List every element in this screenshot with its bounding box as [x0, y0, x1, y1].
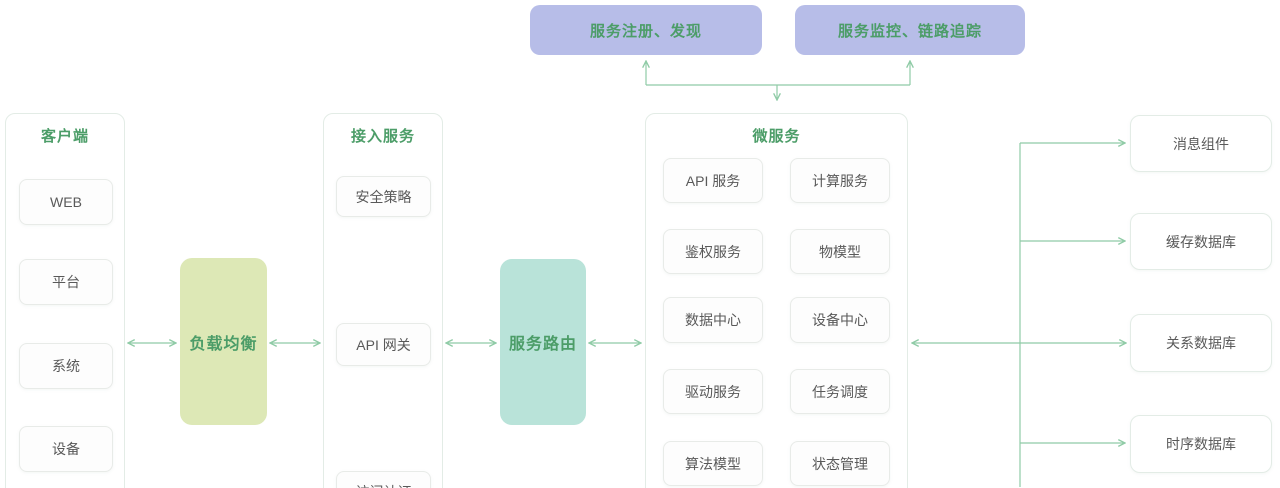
load-balancer-box: 负载均衡	[180, 258, 267, 425]
db-timeseries-database: 时序数据库	[1130, 415, 1272, 473]
ms-item-auth-service: 鉴权服务	[663, 229, 763, 274]
microservices-panel: 微服务 API 服务 计算服务 鉴权服务 物模型 数据中心 设备中心 驱动服务 …	[645, 113, 908, 488]
access-item-api-gateway: API 网关	[336, 323, 431, 366]
load-balancer-label: 负载均衡	[189, 335, 258, 353]
service-router-label: 服务路由	[508, 336, 577, 353]
client-item-device: 设备	[19, 426, 113, 472]
service-monitoring-label: 服务监控、链路追踪	[837, 22, 982, 40]
db-cache-database: 缓存数据库	[1130, 213, 1272, 270]
service-registry-box: 服务注册、发现	[530, 5, 762, 55]
access-item-security-policy: 安全策略	[336, 176, 431, 217]
ms-item-data-center: 数据中心	[663, 297, 763, 343]
client-panel: 客户端 WEB 平台 系统 设备	[5, 113, 125, 488]
ms-item-compute-service: 计算服务	[790, 158, 890, 203]
service-router-box: 服务路由	[500, 259, 586, 425]
client-panel-title: 客户端	[40, 128, 89, 145]
microservices-panel-title: 微服务	[752, 128, 801, 145]
client-item-system: 系统	[19, 343, 113, 389]
ms-item-api-service: API 服务	[663, 158, 763, 203]
ms-item-state-management: 状态管理	[790, 441, 890, 486]
access-service-panel-title: 接入服务	[350, 128, 415, 145]
ms-item-thing-model: 物模型	[790, 229, 890, 274]
db-message-component: 消息组件	[1130, 115, 1272, 172]
service-registry-label: 服务注册、发现	[589, 22, 702, 40]
access-service-panel: 接入服务 安全策略 API 网关 访问认证	[323, 113, 443, 488]
client-item-web: WEB	[19, 179, 113, 225]
ms-item-algorithm-model: 算法模型	[663, 441, 763, 486]
service-monitoring-box: 服务监控、链路追踪	[795, 5, 1025, 55]
ms-item-task-scheduler: 任务调度	[790, 369, 890, 414]
access-item-access-auth: 访问认证	[336, 471, 431, 488]
ms-item-device-center: 设备中心	[790, 297, 890, 343]
db-relational-database: 关系数据库	[1130, 314, 1272, 372]
client-item-platform: 平台	[19, 259, 113, 305]
ms-item-driver-service: 驱动服务	[663, 369, 763, 414]
